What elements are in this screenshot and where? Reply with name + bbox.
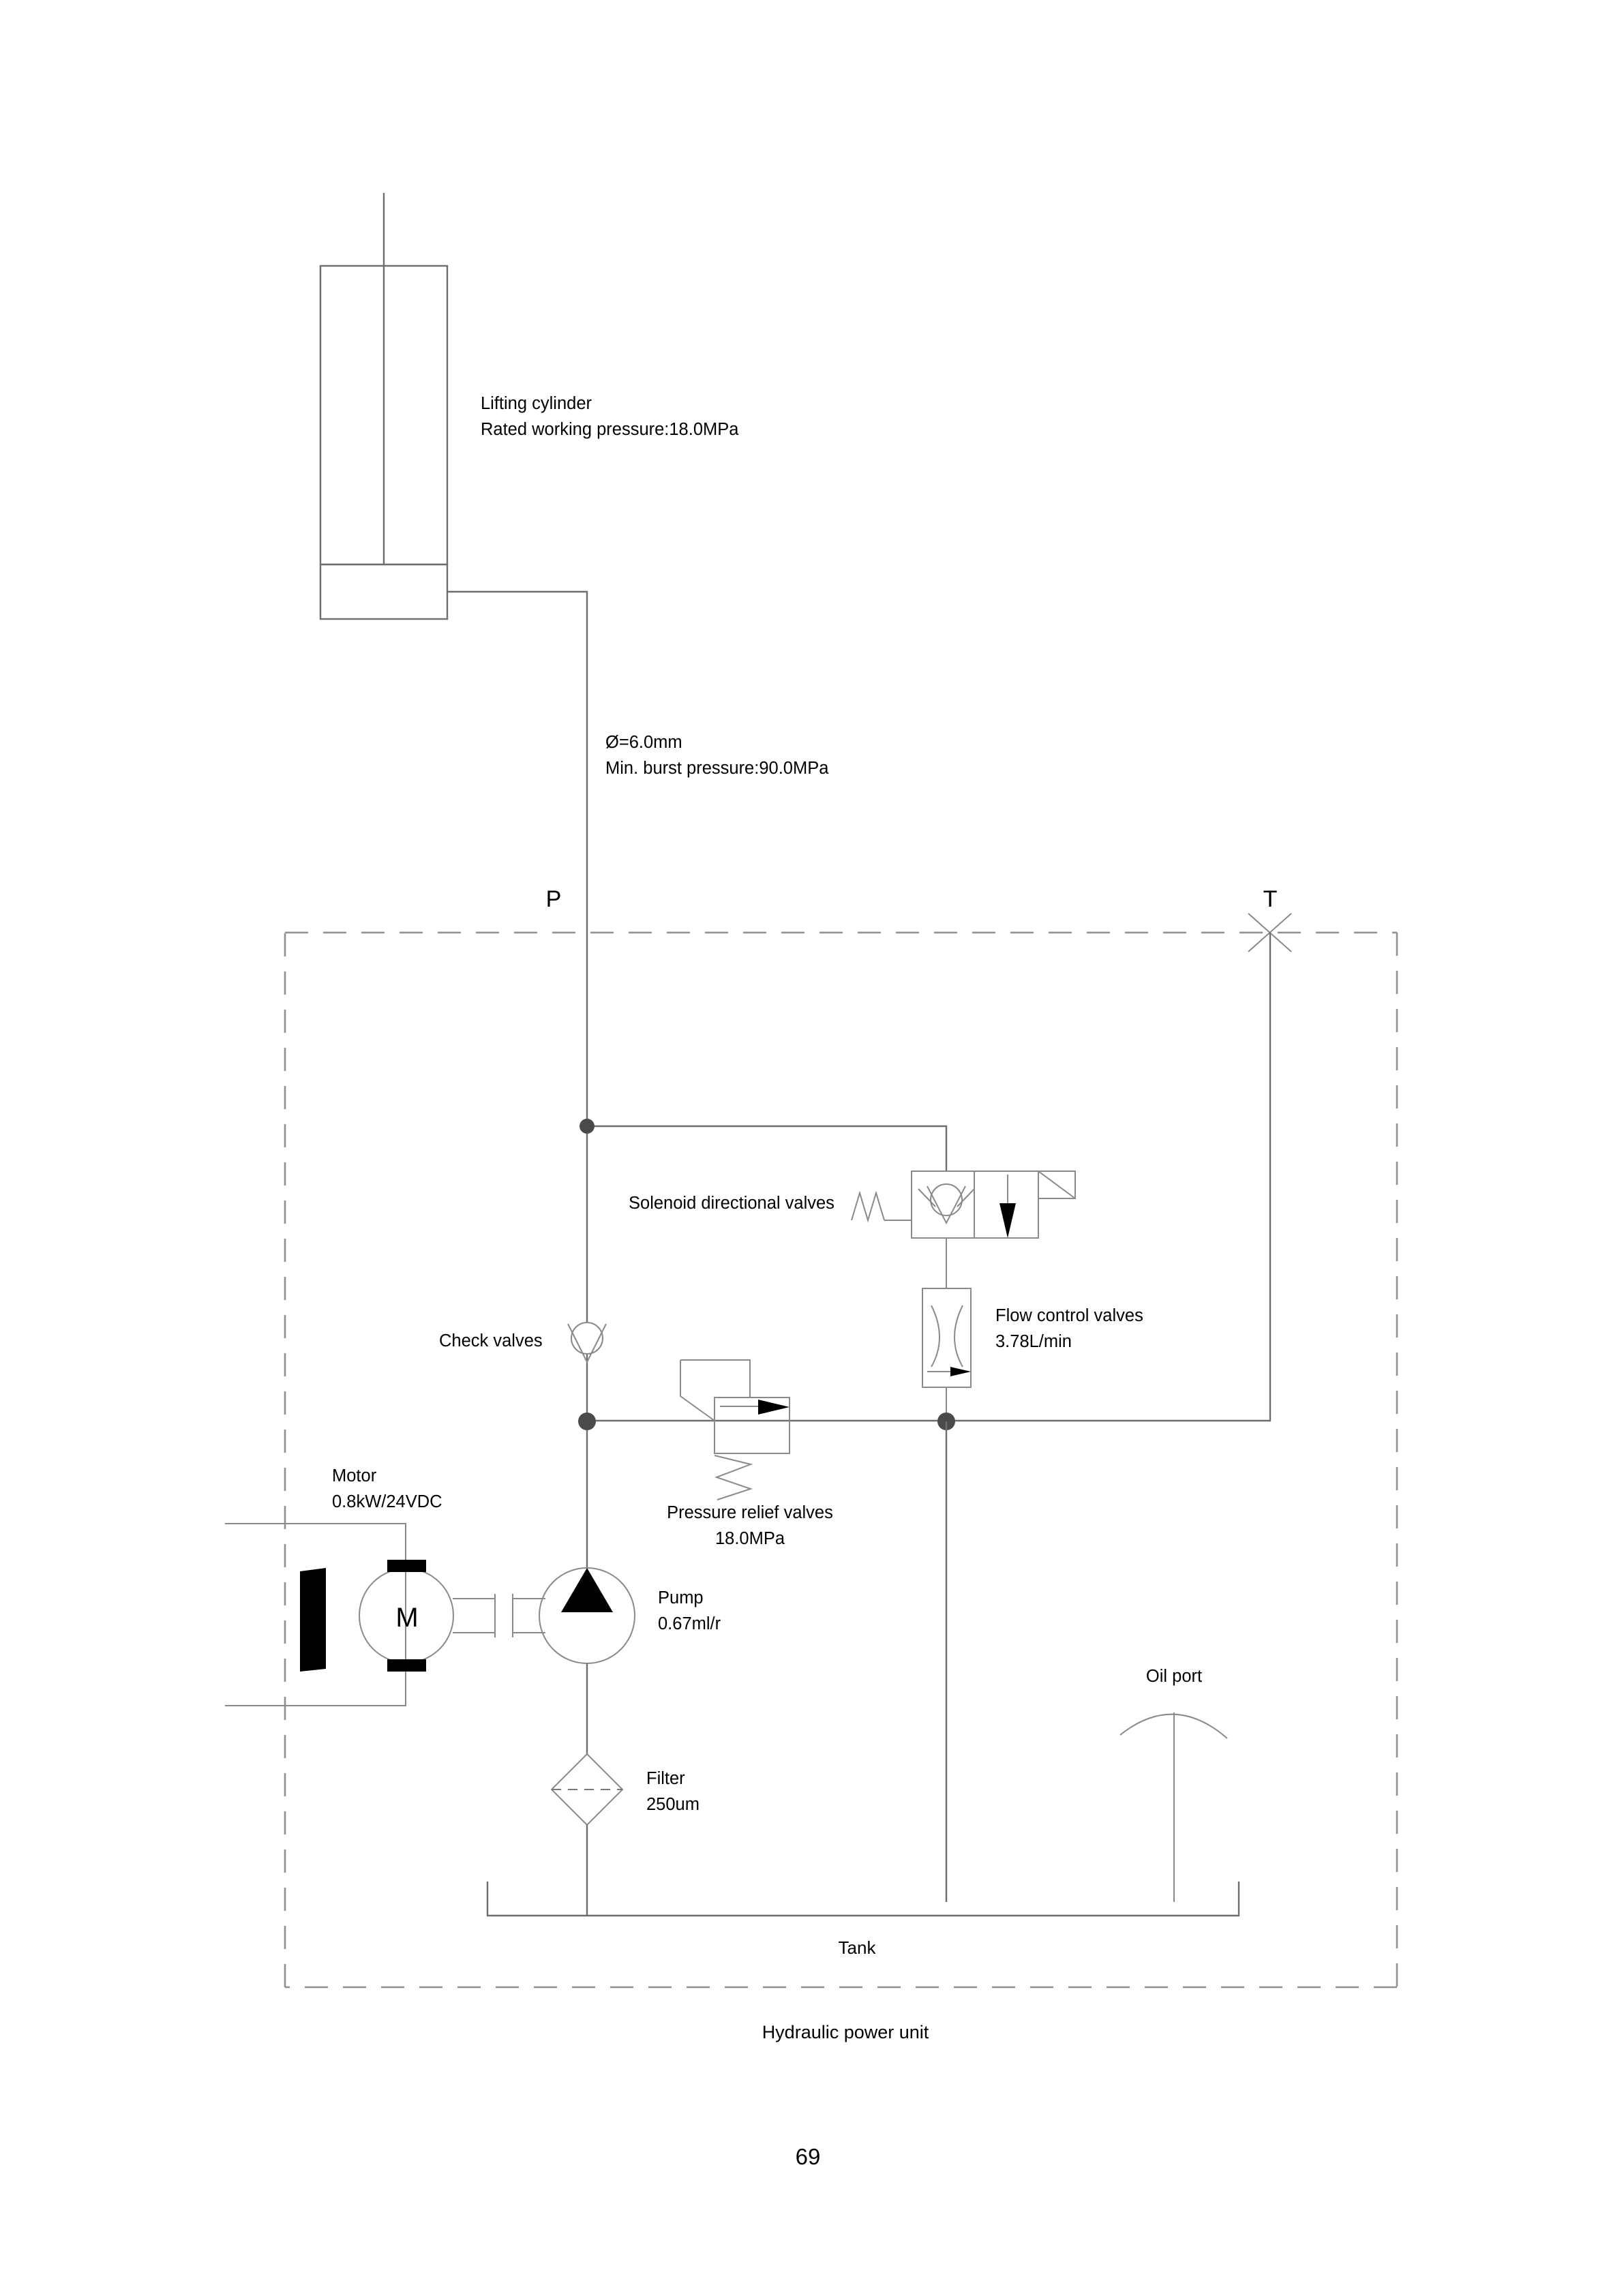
power-unit-dashed-outline [284, 931, 1398, 1989]
power-unit-boundary [284, 931, 1398, 1989]
page-number: 69 [796, 2144, 821, 2169]
pump-label-name: Pump [658, 1588, 704, 1607]
port-label-t: T [1263, 886, 1278, 912]
oil-port-symbol [1119, 1712, 1228, 1902]
solenoid-supply-branch [587, 1125, 948, 1171]
check-valve-label: Check valves [439, 1331, 543, 1350]
relief-valve-label-spec: 18.0MPa [715, 1529, 785, 1548]
flow-control-label-name: Flow control valves [995, 1306, 1143, 1325]
solenoid-valve-cell-right [974, 1170, 1039, 1239]
solenoid-poppet-tick-left [918, 1188, 936, 1207]
solenoid-poppet-seat [927, 1185, 966, 1225]
motor-label-spec: 0.8kW/24VDC [332, 1492, 442, 1511]
supply-hose-line [447, 590, 588, 933]
tank-outline [486, 1882, 1240, 1917]
motor-magnet-block [300, 1568, 326, 1672]
relief-valve-body [714, 1397, 790, 1454]
motor-symbol-letter: M [395, 1603, 418, 1633]
flow-control-arrow-head [950, 1367, 971, 1376]
hose-label-diameter: Ø=6.0mm [605, 733, 682, 752]
hose-path [447, 590, 588, 933]
solenoid-actuator-box [1038, 1170, 1076, 1199]
filter-label-spec: 250um [646, 1795, 700, 1814]
flow-control-orifice-left [931, 1305, 940, 1368]
junction-dot-pump-line [578, 1413, 596, 1430]
tank-return-line [946, 933, 1272, 1422]
solenoid-poppet-ball [930, 1183, 963, 1216]
hose-label-burst: Min. burst pressure:90.0MPa [605, 759, 829, 778]
flow-control-valve-symbol [922, 1288, 972, 1421]
solenoid-spring-icon [851, 1190, 885, 1223]
solenoid-directional-valve-symbol [851, 1170, 1076, 1239]
tank-symbol [486, 1882, 1240, 1917]
solenoid-poppet-tick-right [957, 1188, 975, 1207]
relief-spring-icon [714, 1455, 753, 1500]
junction-dot-solenoid-branch [580, 1119, 595, 1134]
motor-housing [225, 1523, 406, 1706]
solenoid-valve-label: Solenoid directional valves [629, 1194, 834, 1213]
relief-arrow-head [758, 1400, 790, 1415]
port-label-p: P [546, 886, 562, 912]
motor-label-name: Motor [332, 1466, 377, 1485]
check-valve-ball [571, 1322, 603, 1355]
flow-control-orifice-right [954, 1305, 963, 1368]
relief-pilot-line [680, 1359, 751, 1421]
oil-port-label: Oil port [1146, 1667, 1202, 1686]
check-valve-seat [567, 1323, 607, 1364]
motor-brush-top [387, 1560, 426, 1572]
relief-valve-label-name: Pressure relief valves [667, 1503, 833, 1522]
pump-label-spec: 0.67ml/r [658, 1614, 721, 1633]
pressure-relief-valve-symbol [680, 1359, 790, 1500]
check-valve-symbol [567, 1322, 607, 1364]
flow-control-label-spec: 3.78L/min [995, 1332, 1072, 1351]
solenoid-actuator-diagonal [1038, 1170, 1076, 1199]
cylinder-label-spec: Rated working pressure:18.0MPa [481, 420, 739, 439]
diagram-caption: Hydraulic power unit [762, 2022, 929, 2042]
motor-pump-coupling [453, 1594, 545, 1637]
pump-flow-triangle [561, 1568, 613, 1612]
electric-motor-symbol: M [225, 1523, 454, 1706]
filter-label-name: Filter [646, 1769, 685, 1788]
lifting-cylinder-symbol [319, 193, 449, 620]
motor-brush-bottom [387, 1659, 426, 1672]
tank-label: Tank [839, 1937, 877, 1958]
cylinder-label-name: Lifting cylinder [481, 394, 592, 413]
solenoid-arrow-head [999, 1203, 1016, 1238]
